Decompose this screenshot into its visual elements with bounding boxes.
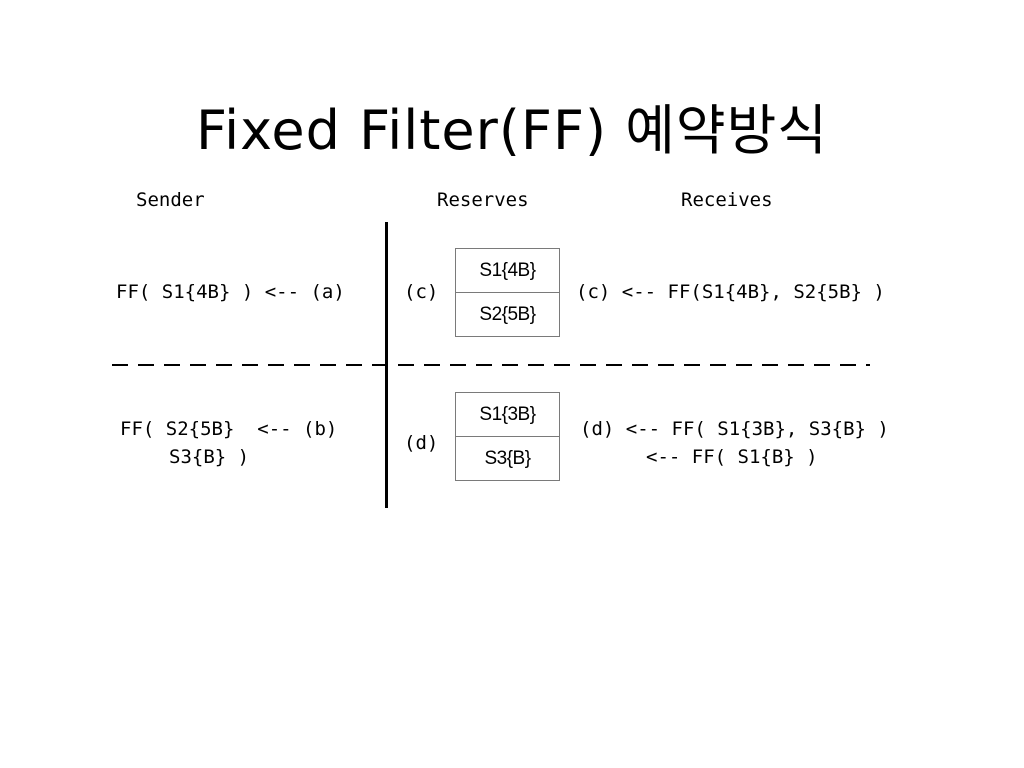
header-sender: Sender bbox=[136, 189, 205, 211]
row2-reserve-label: (d) bbox=[404, 432, 439, 454]
row2-sender-text-line1: FF( S2{5B} <-- (b) bbox=[120, 418, 338, 440]
row2-sender-text-line2: S3{B} ) bbox=[169, 446, 250, 468]
row1-receiver-text: (c) <-- FF(S1{4B}, S2{5B} ) bbox=[576, 281, 885, 303]
row1-reservation-cell: S1{4B} bbox=[479, 260, 536, 281]
row1-reservation-box: S1{4B} S2{5B} bbox=[455, 248, 560, 337]
row2-receiver-text-line2: <-- FF( S1{B} ) bbox=[646, 446, 818, 468]
row2-reservation-cell: S1{3B} bbox=[479, 404, 536, 425]
row2-reservation-box: S1{3B} S3{B} bbox=[455, 392, 560, 481]
header-receives: Receives bbox=[681, 189, 773, 211]
row1-reservation-cell: S2{5B} bbox=[456, 292, 559, 336]
slide-title: Fixed Filter(FF) 예약방식 bbox=[196, 99, 828, 162]
horizontal-dashed-divider bbox=[112, 364, 870, 366]
row2-receiver-text-line1: (d) <-- FF( S1{3B}, S3{B} ) bbox=[580, 418, 889, 440]
row2-reservation-cell: S3{B} bbox=[456, 436, 559, 480]
header-reserves: Reserves bbox=[437, 189, 529, 211]
row1-sender-text: FF( S1{4B} ) <-- (a) bbox=[116, 281, 345, 303]
row1-reserve-label: (c) bbox=[404, 281, 439, 303]
